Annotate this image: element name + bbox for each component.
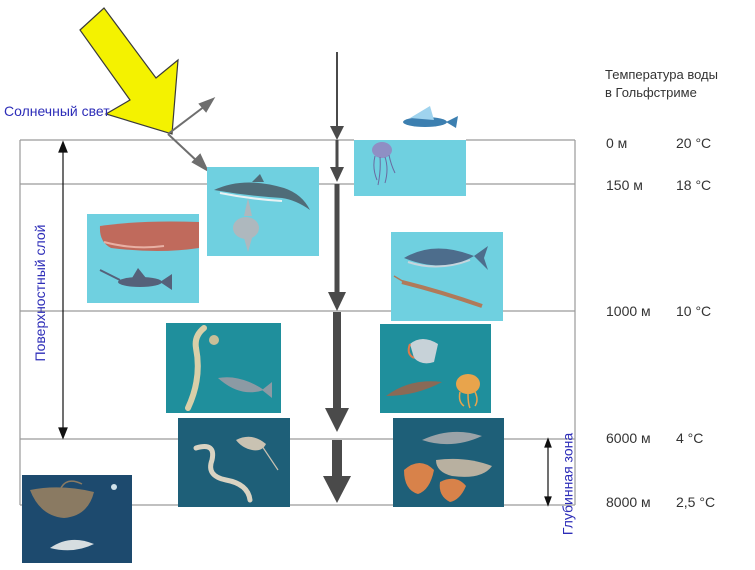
- anglerfish-panel: [22, 475, 132, 563]
- header-title-line2: в Гольфстриме: [605, 85, 697, 100]
- temp-label-0: 20 °С: [676, 135, 712, 151]
- deep-zone-arrow: [544, 437, 552, 507]
- lanternfish-icon: [218, 377, 272, 398]
- tuna-panel: [391, 232, 503, 321]
- deep-right-panel: [393, 418, 504, 507]
- shrimp-icon: [236, 436, 279, 471]
- depth-label-2: 1000 м: [606, 303, 651, 319]
- eel-fish-icon: [185, 325, 219, 411]
- tuna-icon: [404, 246, 488, 270]
- squid-icon: [404, 463, 466, 502]
- deep-sea-fish-icon: [386, 381, 442, 396]
- surface-layer-arrow: [58, 140, 68, 440]
- header-title-line1: Температура воды: [605, 67, 718, 82]
- sunfish-icon: [233, 198, 259, 252]
- deep-zone-label: Глубинная зона: [559, 432, 576, 536]
- temp-label-4: 2,5 °С: [676, 494, 716, 510]
- dolphin-icon: [214, 174, 310, 210]
- sunlight-arrow: [79, 7, 179, 135]
- depth-arrow: [323, 52, 351, 503]
- garfish-icon: [393, 275, 483, 308]
- deep-left-panel: [178, 418, 290, 507]
- jellyfish-icon: [372, 142, 396, 186]
- surface-layer-label: Поверхностный слой: [32, 224, 48, 362]
- anglerfish-icon: [30, 480, 117, 518]
- mid-right-panel: [380, 324, 491, 413]
- deep-sea-fish-icon: [422, 431, 492, 477]
- depth-label-1: 150 м: [606, 177, 643, 193]
- swordfish-icon: [99, 268, 172, 290]
- temp-label-2: 10 °С: [676, 303, 712, 319]
- sunlight-label: Солнечный свет: [4, 103, 110, 119]
- depth-label-4: 8000 м: [606, 494, 651, 510]
- deep-creature-icon: [50, 539, 94, 551]
- sperm-whale-icon: [99, 221, 199, 251]
- hatchetfish-icon: [407, 339, 438, 364]
- mid-left-panel: [166, 323, 281, 413]
- temp-label-1: 18 °С: [676, 177, 712, 193]
- dolphin-panel: [207, 167, 319, 256]
- flying-fish-panel: [354, 106, 466, 196]
- jellyfish-icon: [456, 374, 480, 409]
- light-arrows: [167, 97, 216, 173]
- eel-icon: [193, 444, 253, 503]
- depth-label-3: 6000 м: [606, 430, 651, 446]
- temp-label-3: 4 °С: [676, 430, 704, 446]
- whale-panel: [87, 214, 199, 303]
- flying-fish-icon: [403, 106, 458, 128]
- depth-label-0: 0 м: [606, 135, 628, 151]
